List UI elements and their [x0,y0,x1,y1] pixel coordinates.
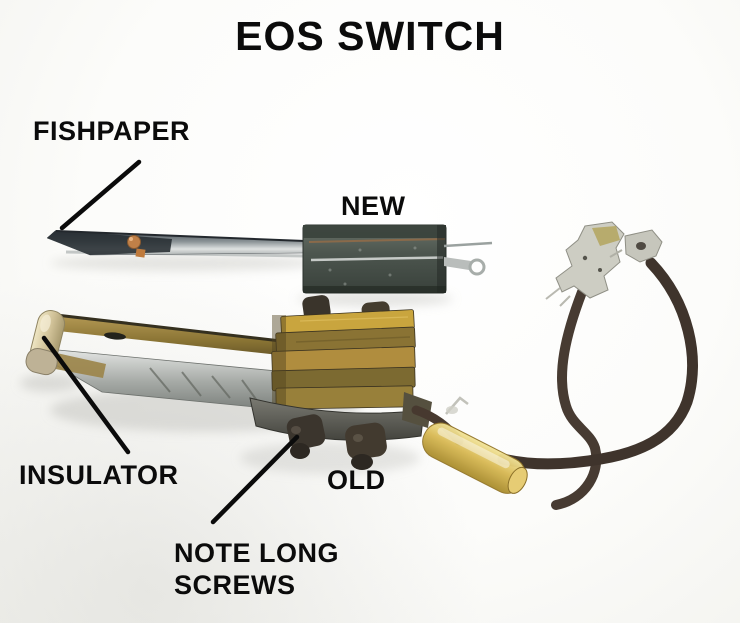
label-fishpaper: FISHPAPER [33,116,191,146]
annotation-lines [41,159,300,525]
amber-sleeve [422,422,528,494]
old-switch-long-screws [286,414,387,470]
old-switch-upper-arm [56,315,307,358]
page-title: EOS SWITCH [235,13,505,59]
label-new: NEW [341,191,406,221]
fishpaper-pointer-line [59,159,142,231]
label-insulator: INSULATOR [19,460,179,490]
screws-pointer-line [210,434,300,525]
insulator-pointer-line [41,335,131,455]
old-switch [25,295,432,470]
old-switch-contact-stack [271,309,416,410]
solder-tip-right [609,229,663,263]
wires-and-sleeve [411,221,698,510]
label-old: OLD [327,465,386,495]
new-switch-terminals [443,241,493,276]
solder-tip-left [545,221,625,307]
label-note-long-screws: NOTE LONG SCREWS [174,538,339,600]
wire-left [551,287,602,510]
insulator-roller [25,310,66,376]
copper-rivet [127,235,146,258]
wire-right [497,257,698,470]
new-switch-block [302,224,447,294]
new-switch [46,224,493,294]
fishpaper-tip [47,230,172,255]
